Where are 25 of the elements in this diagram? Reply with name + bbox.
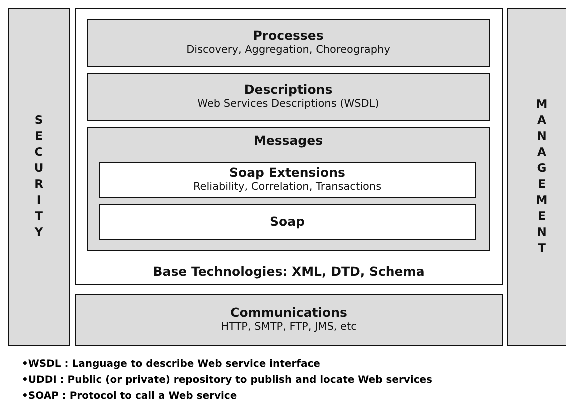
layer-title: Soap	[269, 214, 306, 230]
security-column	[8, 8, 70, 346]
layer-description: Web Services Descriptions (WSDL)	[196, 98, 380, 111]
layer-title: Messages	[252, 133, 324, 149]
layer-title: MANAGEMENT	[535, 97, 549, 257]
layer-title: Base Technologies: XML, DTD, Schema	[152, 264, 426, 280]
management-column	[507, 8, 566, 346]
layer-description: HTTP, SMTP, FTP, JMS, etc	[220, 321, 358, 334]
bullet-note: •WSDL : Language to describe Web service interface	[22, 359, 320, 370]
layer-title: Processes	[252, 28, 325, 44]
bullet-note: •UDDI : Public (or private) repository to publish and locate Web services	[22, 375, 432, 386]
layer-description: Discovery, Aggregation, Choreography	[186, 44, 392, 57]
layer-box	[99, 204, 476, 240]
layer-description: Reliability, Correlation, Transactions	[192, 181, 383, 194]
layer-box	[75, 294, 503, 346]
bullet-note: •SOAP : Protocol to call a Web service	[22, 391, 238, 402]
layer-box	[87, 19, 490, 67]
layer-box	[87, 127, 490, 251]
layer-box	[87, 73, 490, 121]
layer-title: SECURITY	[32, 113, 46, 241]
layer-title: Communications	[230, 305, 348, 321]
layer-box	[99, 162, 476, 198]
base-technologies-box	[75, 8, 503, 285]
layer-title: Descriptions	[243, 82, 334, 98]
layer-title: Soap Extensions	[228, 165, 346, 181]
